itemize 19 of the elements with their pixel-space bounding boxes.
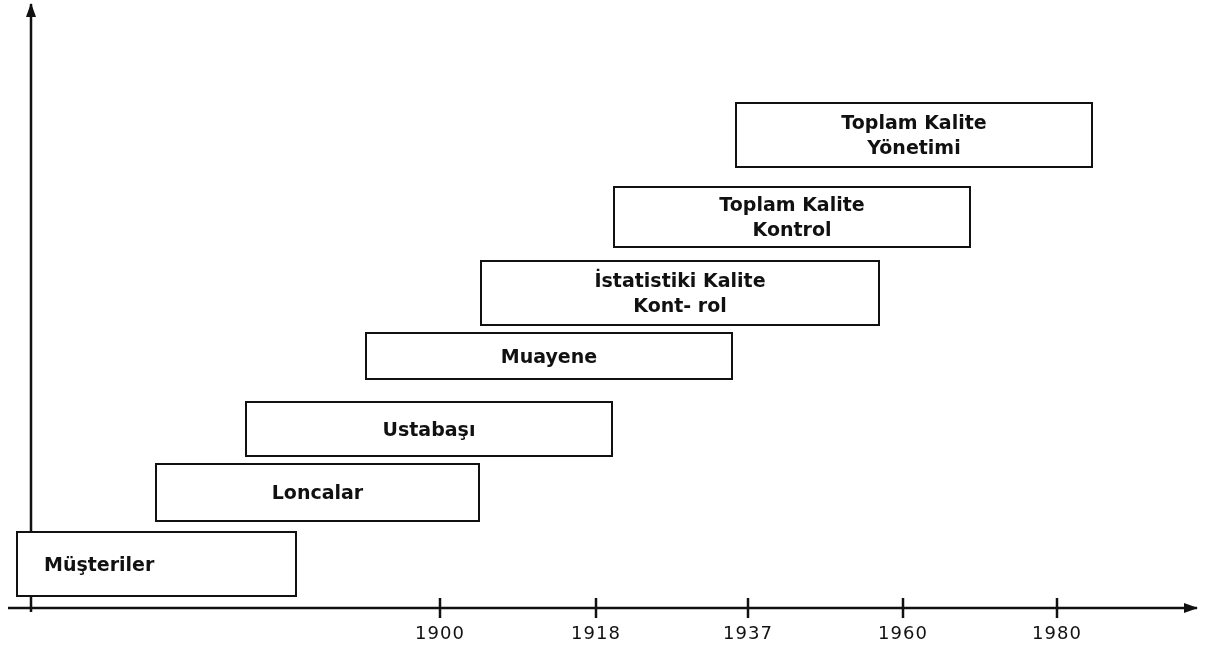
year-label: 1980 bbox=[1031, 622, 1083, 643]
stage-box bbox=[735, 102, 1093, 168]
stage-box bbox=[613, 186, 971, 248]
year-label: 1937 bbox=[722, 622, 774, 643]
stage-box bbox=[245, 401, 613, 457]
stage-box bbox=[16, 531, 297, 597]
stage-label: Muayene bbox=[500, 343, 598, 369]
year-label: 1960 bbox=[877, 622, 929, 643]
stage-box bbox=[480, 260, 880, 326]
stage-label: İstatistiki Kalite Kont- rol bbox=[593, 268, 767, 318]
year-label: 1900 bbox=[414, 622, 466, 643]
stage-box bbox=[365, 332, 733, 380]
stage-box bbox=[155, 463, 480, 522]
stage-label: Toplam Kalite Kontrol bbox=[718, 192, 866, 242]
stage-label: Loncalar bbox=[271, 480, 364, 505]
stage-label: Toplam Kalite Yönetimi bbox=[840, 110, 988, 160]
stage-label: Ustabaşı bbox=[382, 416, 476, 442]
stage-label: Müşteriler bbox=[44, 551, 155, 577]
year-label: 1918 bbox=[570, 622, 622, 643]
